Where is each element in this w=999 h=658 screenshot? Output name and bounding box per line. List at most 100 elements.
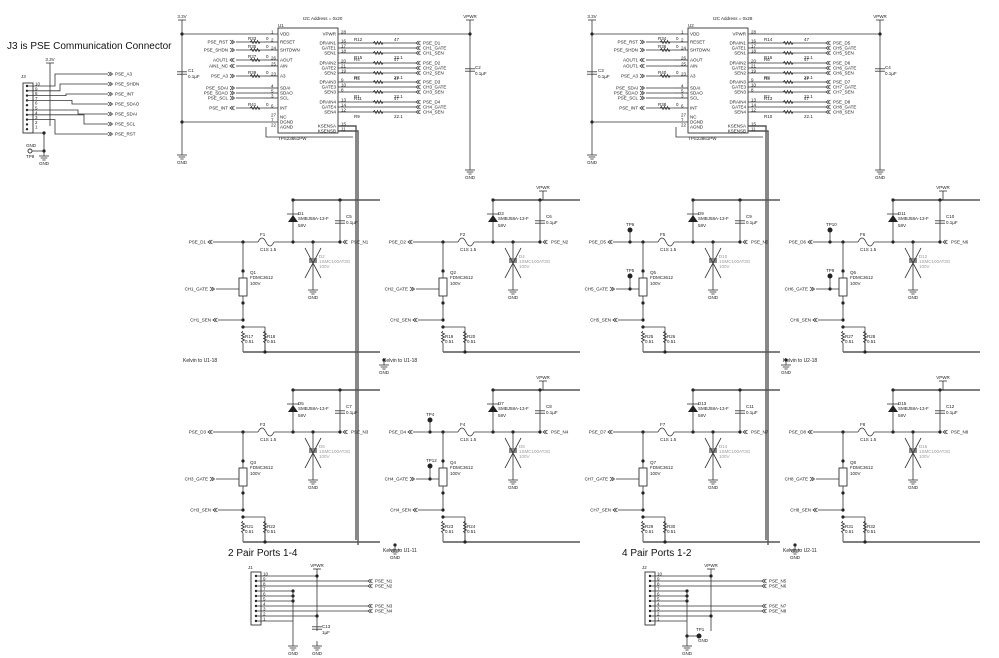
dnp-voltage: 100V <box>319 264 330 269</box>
ground-symbol: GND <box>781 360 792 375</box>
offpage-connector-icon <box>827 40 831 46</box>
offpage-connector-icon <box>369 603 373 609</box>
supply-label: VPWR <box>463 14 477 19</box>
fet-ref: Q7 <box>650 460 657 465</box>
pin-number: 14 <box>341 103 347 108</box>
pin-number: 21 <box>751 64 757 69</box>
pin-number: 23 <box>271 72 277 77</box>
offpage-connector-icon <box>612 317 616 323</box>
fuse-symbol <box>657 427 675 437</box>
pin-name: SEN3 <box>324 90 336 95</box>
offpage-connector-icon <box>231 47 236 53</box>
offpage-connector-icon <box>639 90 644 96</box>
ground-label: GND <box>682 651 693 656</box>
offpage-connector-icon <box>641 85 646 91</box>
diode-ref: D15 <box>898 401 907 406</box>
offpage-connector-icon <box>827 79 831 85</box>
offpage-connector-icon <box>742 429 746 435</box>
cap-ref: C4 <box>885 65 891 70</box>
pin-number: 3 <box>681 94 684 99</box>
cap-value: 0.1µF <box>188 74 200 79</box>
kelvin-label: Kelvin to U2-11 <box>783 548 817 554</box>
offpage-connector-icon <box>611 476 616 482</box>
pin-name: SEN1 <box>734 51 746 56</box>
offpage-connector-icon <box>609 476 614 482</box>
pin-name: VPWR <box>733 32 747 37</box>
net-label: PSE_N5 <box>751 240 769 245</box>
offpage-connector-icon <box>417 104 421 110</box>
pin-number: 22 <box>271 123 277 128</box>
cap-ref: C5 <box>346 214 352 219</box>
fuse-symbol <box>457 237 475 247</box>
pin-number: 19 <box>751 69 757 74</box>
offpage-connector-icon <box>763 583 767 589</box>
resistor-symbol <box>659 73 671 79</box>
resistor-symbol <box>462 520 468 534</box>
resistor-ref: R20 <box>467 334 476 339</box>
offpage-connector-icon <box>825 99 829 105</box>
resistor-ref: R6 <box>764 57 770 62</box>
net-label: PSE_D2 <box>423 61 441 66</box>
pin-number: 4 <box>271 84 274 89</box>
test-point-ref: TP5 <box>626 268 635 273</box>
pin-number: 2 <box>35 120 38 125</box>
ic-body <box>277 27 339 134</box>
junction-dot <box>427 463 433 469</box>
net-label: CH4_GATE <box>385 477 408 482</box>
junction-dot <box>709 614 713 618</box>
dnp-voltage: 100V <box>719 264 730 269</box>
pin-number: 10 <box>751 83 757 88</box>
offpage-connector-icon <box>229 73 234 79</box>
resistor-ref: R4 <box>354 57 360 62</box>
test-point-ref: TP12 <box>426 458 437 463</box>
net-label: PSE_D4 <box>423 100 441 105</box>
ground-label: GND <box>308 485 319 490</box>
pin-name: DRAIN2 <box>319 61 336 66</box>
resistor-ref: R25 <box>645 334 654 339</box>
net-label: CH8_SEN <box>833 110 854 115</box>
fet-ref: Q3 <box>250 460 257 465</box>
offpage-connector-icon <box>812 317 816 323</box>
offpage-connector-icon <box>109 121 114 127</box>
net-label: PSE_SCL <box>618 96 639 101</box>
ic-part: TPS23861PW <box>688 136 717 141</box>
pin-number: 21 <box>341 64 347 69</box>
offpage-connector-icon <box>411 286 416 292</box>
power-supply-symbol: 3.3V <box>177 14 187 21</box>
fuse-symbol <box>857 237 875 247</box>
fuse-ref: F1 <box>260 232 266 237</box>
resistor-ref: R24 <box>467 524 476 529</box>
pin-number: 3 <box>263 607 266 612</box>
junction-dot <box>863 540 867 544</box>
pin-number: 6 <box>271 104 274 109</box>
offpage-connector-icon <box>415 109 419 115</box>
resistor-value: 47 <box>394 37 400 42</box>
wire <box>338 130 359 545</box>
dnp-cross-mark <box>704 247 722 279</box>
offpage-connector-icon <box>409 476 414 482</box>
net-label: PSE_SDAO <box>204 91 229 96</box>
capacitor-symbol <box>587 71 597 75</box>
fet-part: FDMC3612 <box>450 465 474 470</box>
offpage-connector-icon <box>415 70 419 76</box>
offpage-connector-icon <box>827 99 831 105</box>
pin-number: 5 <box>657 597 660 602</box>
dnp-ref: D10 <box>719 254 728 259</box>
resistor-ref: R28 <box>867 334 876 339</box>
pin-number: 7 <box>657 587 660 592</box>
net-label: CH5_GATE <box>833 46 856 51</box>
tvs-diode-icon <box>288 215 298 222</box>
mosfet-icon <box>438 467 448 487</box>
resistor-symbol <box>372 79 384 85</box>
fuse-ref: F4 <box>460 422 466 427</box>
capacitor-symbol <box>935 410 945 414</box>
offpage-connector-icon <box>109 91 114 97</box>
pin-number: 7 <box>263 587 266 592</box>
pin-name: AGND <box>280 125 294 130</box>
resistor-value: 0.51 <box>445 339 454 344</box>
resistor-symbol <box>640 330 646 344</box>
offpage-connector-icon <box>209 429 213 435</box>
pin-name: SDAI <box>280 86 291 91</box>
diode-ref: D11 <box>898 211 906 216</box>
